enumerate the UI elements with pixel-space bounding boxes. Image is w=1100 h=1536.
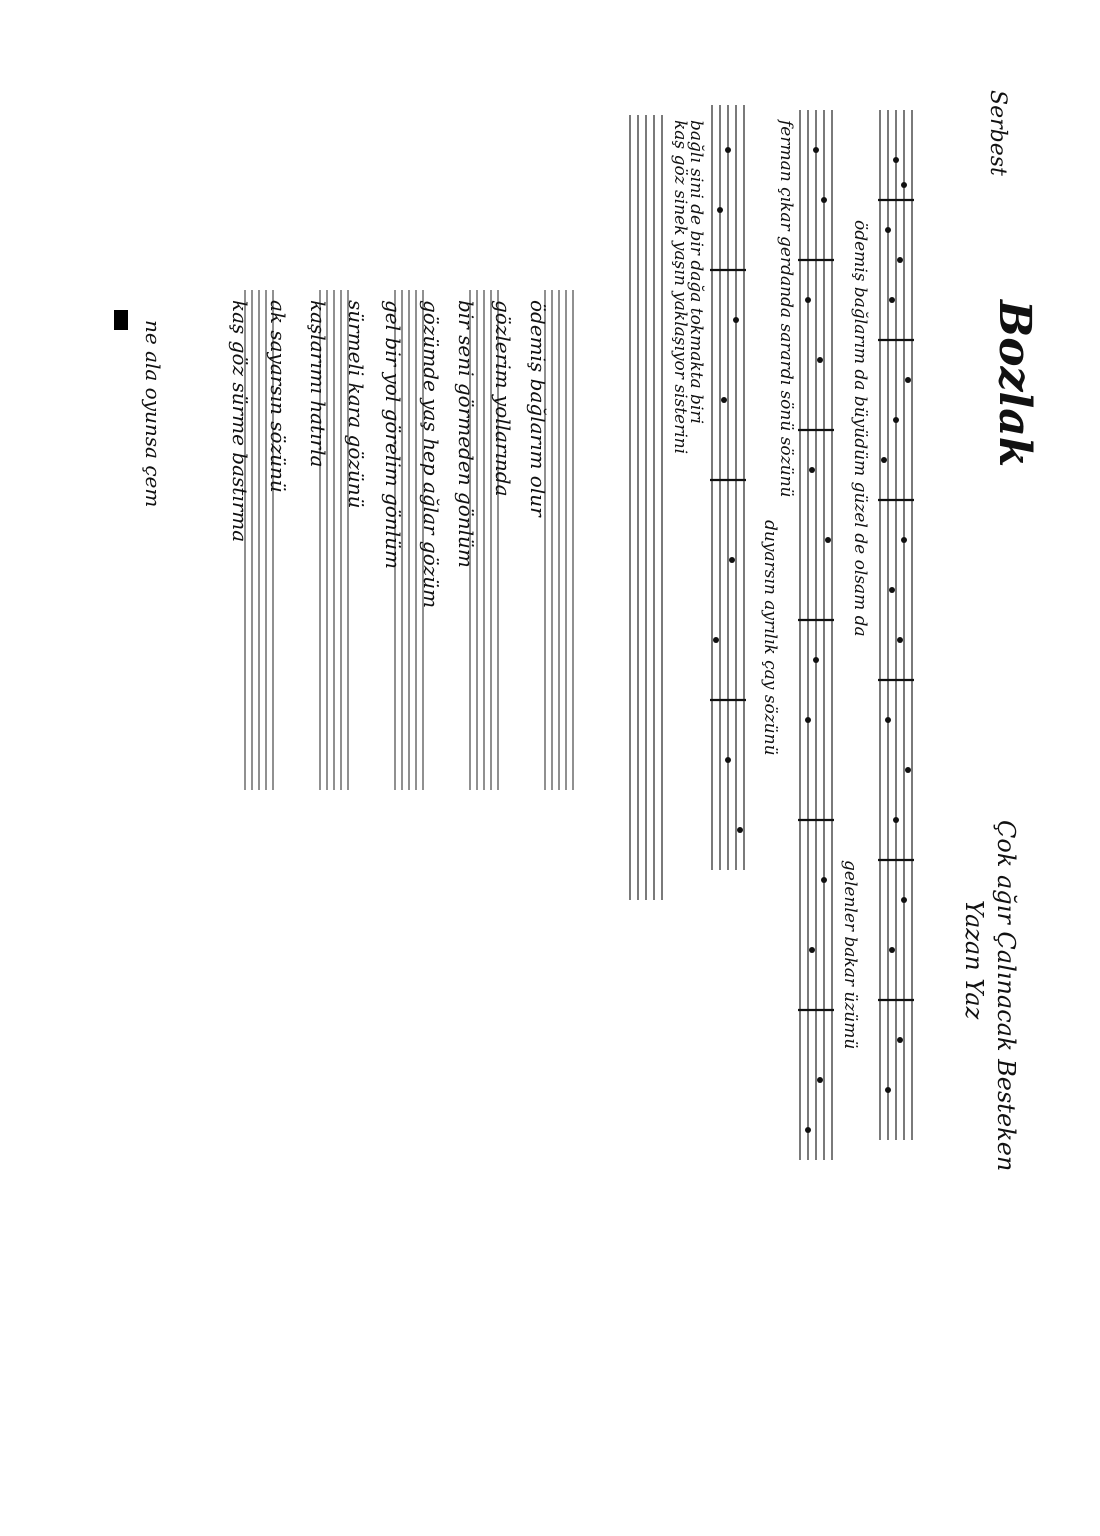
score-lyric-6: kaş göz sinek yaşın yaklaşıyor sisterini [670,120,690,455]
verse-line-1: ödemiş bağlarım olur [526,300,550,517]
song-title: Bozlak [989,300,1040,468]
tempo-marking: Serbest [985,90,1010,176]
staff-group-1 [879,110,913,1140]
staff-group-5 [244,290,574,790]
verse-line-10: ne ala oyunsa çem [141,320,165,508]
attribution-line-1: Çok ağır Çalınacak Besteken [992,820,1020,1172]
verse-line-2: gözlerim yollarında [491,300,515,497]
verse-line-3: bir seni görmeden gönlüm [454,300,478,568]
score-lyric-1: ödemiş bağlarım da büyüdüm güzel de olsa… [850,220,870,637]
attribution-line-2: Yazan Yaz [960,900,988,1020]
verse-line-5: gel bir yol görelim gönlüm [381,300,405,569]
staff-group-3 [711,105,745,870]
ink-blot [114,310,128,330]
score-lyric-4: duyarsın ayrılık çay sözünü [760,520,780,756]
verse-line-6: sürmeli kara gözünü [344,300,368,509]
verse-line-9: kaş göz sürme bastırma [228,300,252,543]
verse-line-7: kaşlarımı hatırla [306,300,330,468]
staff-group-4 [629,115,663,900]
verse-line-4: gözümde yaş hep ağlar gözüm [419,300,443,609]
score-lyric-3: ferman çıkar gerdanda sarardı sönü sözün… [776,120,796,498]
staff-group-2 [799,110,833,1160]
verse-line-8: ak sayarsın sözünü [266,300,290,493]
score-lyric-2: gelenler bakar üzümü [840,860,860,1050]
